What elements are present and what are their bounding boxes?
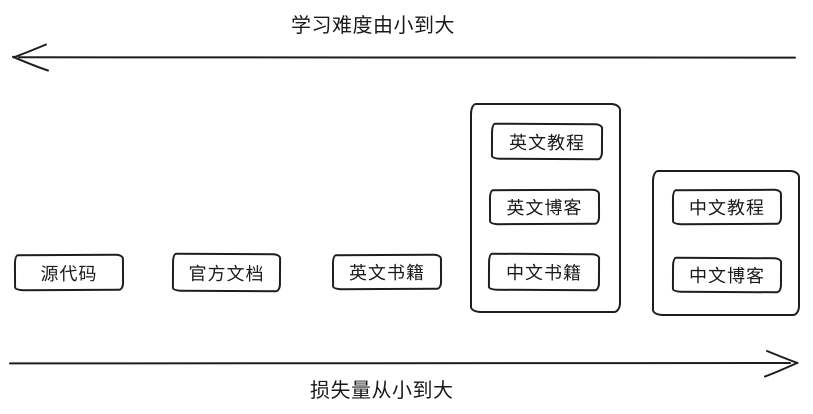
top-axis-label: 学习难度由小到大	[291, 15, 455, 37]
node-label: 官方文档	[188, 263, 265, 284]
node-official-docs: 官方文档	[171, 252, 282, 293]
node-chinese-tutorials: 中文教程	[671, 188, 783, 226]
node-label: 中文书籍	[505, 262, 583, 284]
node-english-books: 英文书籍	[331, 253, 443, 291]
bottom-axis-label: 损失量从小到大	[310, 380, 454, 402]
right-arrow	[9, 350, 799, 378]
node-label: 英文博客	[506, 197, 583, 219]
node-source-code: 源代码	[13, 253, 125, 292]
node-label: 英文书籍	[348, 262, 426, 284]
left-arrow	[12, 43, 796, 72]
node-chinese-books: 中文书籍	[487, 252, 601, 292]
node-label: 中文博客	[688, 265, 766, 287]
node-english-tutorials: 英文教程	[490, 122, 604, 161]
node-chinese-blogs: 中文博客	[671, 256, 783, 294]
node-label: 源代码	[40, 263, 98, 284]
node-label: 中文教程	[688, 197, 766, 219]
node-english-blogs: 英文博客	[488, 188, 601, 226]
group-tutorials-blogs-books: 英文教程 英文博客 中文书籍	[470, 103, 621, 313]
node-label: 英文教程	[508, 132, 586, 153]
group-chinese-tutorials-blogs: 中文教程 中文博客	[652, 170, 800, 316]
